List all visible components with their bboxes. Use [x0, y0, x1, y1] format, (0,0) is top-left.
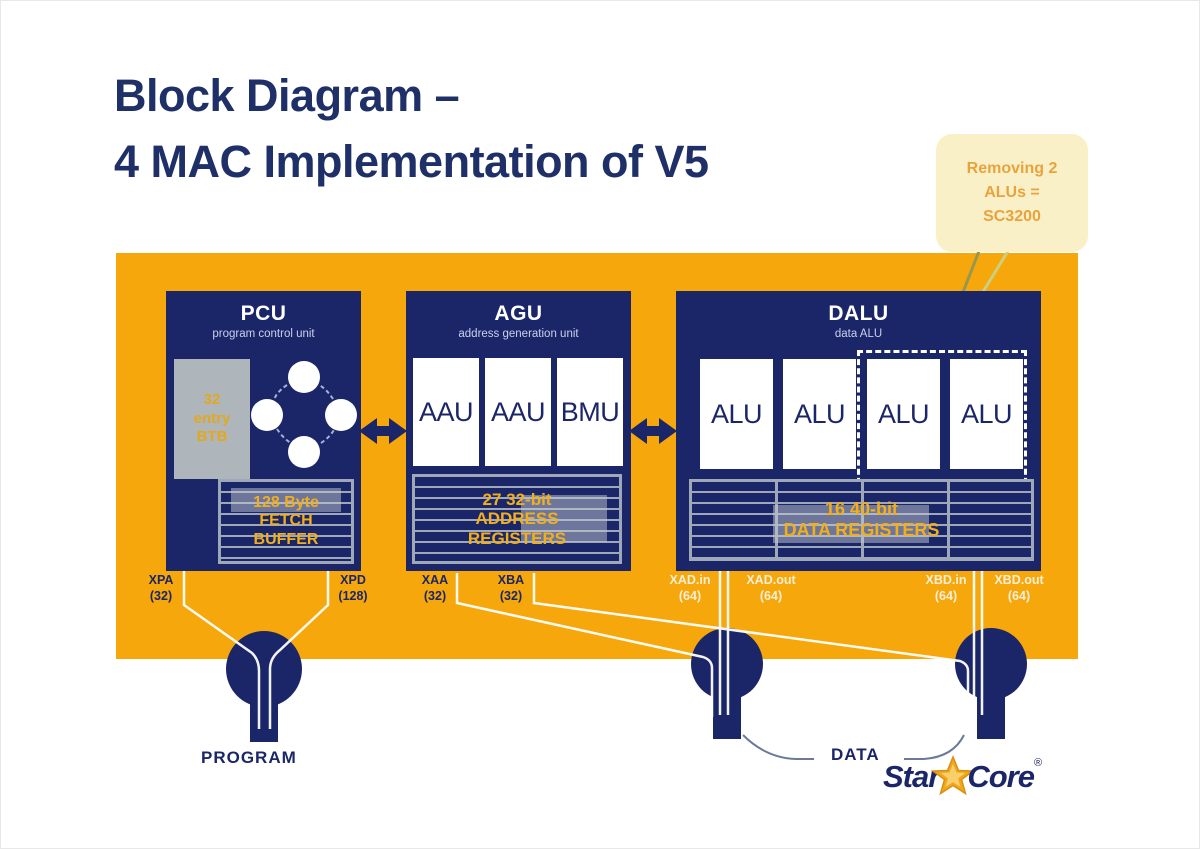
- bus-label-xaa: XAA(32): [421, 573, 449, 604]
- page-title: Block Diagram – 4 MAC Implementation of …: [114, 63, 709, 194]
- callout-line: ALUs =: [984, 184, 1040, 201]
- agu-subtitle: address generation unit: [458, 328, 579, 340]
- bus-label-xad-out: XAD.out(64): [746, 573, 796, 604]
- callout-line: SC3200: [983, 208, 1041, 225]
- data-port-stem-2: [977, 691, 1005, 739]
- address-registers-line: 27 32-bit: [482, 489, 552, 509]
- registered-mark: ®: [1033, 757, 1043, 769]
- address-registers-line: REGISTERS: [467, 528, 567, 548]
- data-label: DATA: [831, 745, 880, 764]
- fetch-buffer-box: 128 Byte FETCH BUFFER: [218, 479, 354, 564]
- agu-title: AGU: [494, 302, 543, 325]
- instruction-cycle-icon: [251, 361, 357, 468]
- btb-line: entry: [193, 409, 231, 427]
- callout-line: Removing 2: [966, 160, 1058, 177]
- starcore-logo: Star Core ®: [883, 755, 1042, 799]
- title-line-1: Block Diagram –: [114, 70, 460, 121]
- bus-label-xba: XBA(32): [497, 573, 525, 604]
- logo-text-core: Core: [967, 759, 1035, 794]
- aau-unit-1: AAU: [413, 358, 479, 466]
- star-icon: [931, 755, 976, 796]
- dalu-title: DALU: [828, 302, 889, 325]
- fetch-buffer-line: FETCH: [259, 512, 313, 530]
- dalu-subtitle: data ALU: [834, 328, 883, 340]
- data-registers-line: DATA REGISTERS: [783, 520, 940, 540]
- bus-label-xad-in: XAD.in(64): [669, 573, 711, 604]
- alu-unit-1: ALU: [700, 359, 773, 469]
- data-registers-box: 16 40-bit DATA REGISTERS: [689, 479, 1034, 561]
- pcu-title: PCU: [240, 302, 287, 325]
- bmu-unit: BMU: [557, 358, 623, 466]
- logo-text-star: Star: [883, 759, 940, 794]
- pcu-subtitle: program control unit: [212, 328, 315, 340]
- address-registers-box: 27 32-bit ADDRESS REGISTERS: [412, 474, 622, 564]
- data-port-connector-1: [691, 628, 763, 700]
- alu-unit-3: ALU: [867, 359, 940, 469]
- alu-unit-2: ALU: [783, 359, 856, 469]
- btb-line: BTB: [196, 428, 228, 446]
- removal-callout: Removing 2 ALUs = SC3200: [936, 134, 1088, 252]
- program-port-stem: [250, 696, 278, 742]
- data-port-connector-2: [955, 628, 1027, 700]
- title-line-2: 4 MAC Implementation of V5: [114, 135, 709, 187]
- aau-unit-2: AAU: [485, 358, 551, 466]
- address-registers-line: ADDRESS: [475, 509, 559, 529]
- data-registers-line: 16 40-bit: [824, 499, 899, 520]
- alu-unit-4: ALU: [950, 359, 1023, 469]
- bus-label-xpd: XPD(128): [338, 573, 368, 604]
- bus-label-xpa: XPA(32): [148, 573, 174, 604]
- btb-box: 32 entry BTB: [174, 359, 250, 479]
- fetch-buffer-line: 128 Byte: [253, 493, 319, 511]
- bus-label-xbd-out: XBD.out(64): [994, 573, 1044, 604]
- data-port-stem-1: [713, 691, 741, 739]
- btb-line: 32: [203, 390, 221, 408]
- fetch-buffer-line: BUFFER: [253, 530, 319, 548]
- program-label: PROGRAM: [201, 748, 297, 767]
